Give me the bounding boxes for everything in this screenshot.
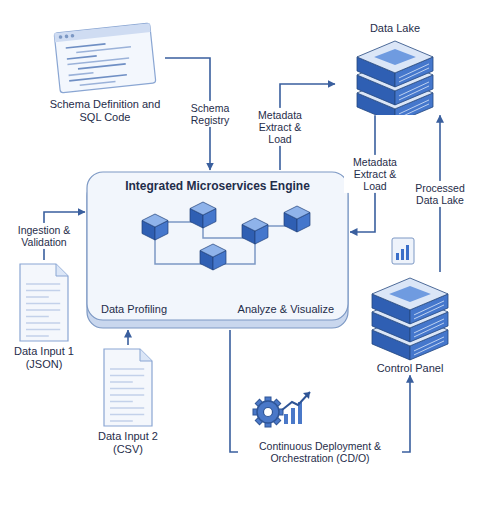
node-art [14, 260, 74, 345]
edge-label: Metadata Extract & Load [249, 108, 311, 146]
server-node: Control Panel [360, 272, 460, 375]
edge-label: Continuous Deployment & Orchestration (C… [238, 439, 402, 465]
engine-platform [87, 172, 348, 328]
engine-box: Integrated Microservices EngineData Prof… [85, 170, 350, 330]
node-label: Data Profiling [101, 303, 167, 316]
server-icon [372, 278, 448, 360]
flow-arrow [230, 330, 410, 452]
server-icon [357, 41, 433, 115]
file-document [20, 264, 68, 341]
document-node: Data Input 1 (JSON) [8, 260, 80, 371]
node-label: Data Input 1 (JSON) [8, 345, 80, 371]
node-label: Schema Definition and SQL Code [45, 98, 165, 124]
edge-label: Schema Registry [178, 101, 242, 127]
node-art [98, 345, 158, 430]
node-art [350, 35, 440, 115]
document-node: Data Input 2 (CSV) [92, 345, 164, 456]
server-node: Data Lake [335, 22, 455, 115]
node-art [45, 18, 165, 98]
node-label: Analyze & Visualize [238, 303, 334, 316]
gear-icon [253, 397, 283, 427]
node-art [360, 272, 460, 362]
document-node: Schema Definition and SQL Code [45, 18, 165, 124]
edge-label: Processed Data Lake [410, 181, 470, 207]
file-document [104, 349, 152, 426]
flow-arrow [127, 330, 129, 345]
code-document [54, 23, 156, 93]
growth-chart-icon [282, 392, 310, 424]
edge-label: Ingestion & Validation [6, 223, 82, 249]
node-label: Control Panel [360, 362, 460, 375]
chart-card-icon [392, 238, 414, 264]
edge-label: Metadata Extract & Load [344, 155, 406, 193]
node-label: Integrated Microservices Engine [85, 179, 350, 193]
node-label: Data Input 2 (CSV) [92, 430, 164, 456]
microservice-cubes [142, 202, 310, 270]
node-label: Data Lake [335, 22, 455, 35]
